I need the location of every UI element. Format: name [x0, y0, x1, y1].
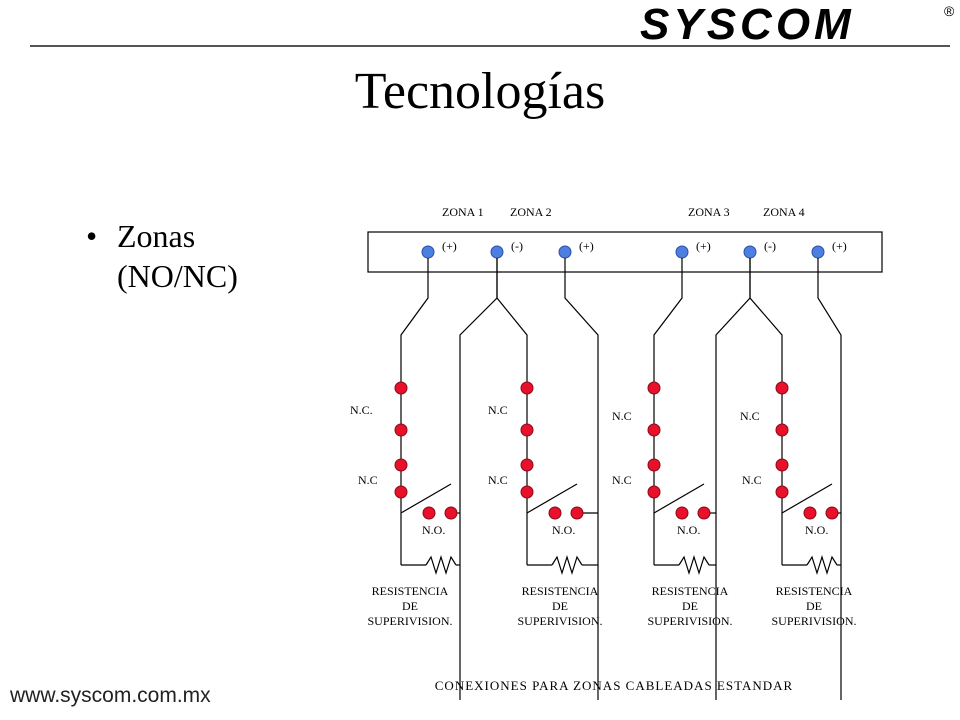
resistor-label: SUPERIVISION.: [771, 614, 856, 628]
resistor-label: SUPERIVISION.: [367, 614, 452, 628]
terminal-dot-icon: [421, 245, 435, 259]
resistor-label: DE: [402, 599, 418, 613]
contact-dot-icon: [647, 423, 661, 437]
switch-icon: [400, 483, 452, 514]
wire: [653, 258, 683, 388]
resistor-label: DE: [552, 599, 568, 613]
resistor-label: RESISTENCIA: [776, 584, 853, 598]
contact-dot-icon: [647, 458, 661, 472]
resistor-label: DE: [806, 599, 822, 613]
terminal-dot-icon: [675, 245, 689, 259]
contact-dot-icon: [647, 381, 661, 395]
terminal-dot-icon: [811, 245, 825, 259]
resistor-icon: [551, 554, 583, 576]
footer-url: www.syscom.com.mx: [10, 684, 211, 707]
contact-dot-icon: [825, 506, 839, 520]
header-rule: [30, 45, 950, 47]
bullet-text: Zonas (NO/NC): [117, 218, 238, 294]
terminal-label: (-): [511, 239, 523, 253]
contact-dot-icon: [444, 506, 458, 520]
panel-terminal-strip: [367, 231, 883, 273]
contact-dot-icon: [422, 506, 436, 520]
zone-label: ZONA 1: [442, 205, 484, 219]
circuit-group: N.C.N.CN.O.RESISTENCIADESUPERIVISION.N.C…: [350, 258, 857, 700]
contact-dot-icon: [775, 458, 789, 472]
contact-dot-icon: [775, 423, 789, 437]
terminal-dot-icon: [743, 245, 757, 259]
contact-dot-icon: [520, 381, 534, 395]
resistor-label: RESISTENCIA: [372, 584, 449, 598]
resistor-label: RESISTENCIA: [522, 584, 599, 598]
contact-dot-icon: [394, 485, 408, 499]
nc-label: N.C: [488, 473, 508, 487]
zone-labels: ZONA 1 ZONA 2 ZONA 3 ZONA 4: [442, 205, 805, 219]
nc-label: N.C: [358, 473, 378, 487]
nc-label: N.C.: [350, 403, 373, 417]
terminal-label: (+): [696, 239, 711, 253]
terminal-label: (+): [832, 239, 847, 253]
zone-label: ZONA 3: [688, 205, 730, 219]
contact-dot-icon: [775, 381, 789, 395]
zone-label: ZONA 4: [763, 205, 805, 219]
contact-dot-icon: [520, 458, 534, 472]
contact-dot-icon: [520, 423, 534, 437]
resistor-label: SUPERIVISION.: [517, 614, 602, 628]
resistor-label: RESISTENCIA: [652, 584, 729, 598]
resistor-icon: [425, 554, 457, 576]
terminal-dot-icon: [558, 245, 572, 259]
no-label: N.O.: [805, 523, 828, 537]
terminal-label: (+): [442, 239, 457, 253]
resistor-label: DE: [682, 599, 698, 613]
bullet-item: • Zonas (NO/NC): [86, 216, 287, 296]
slide-title: Tecnologías: [354, 63, 606, 120]
wire: [749, 258, 783, 388]
terminal-label: (+): [579, 239, 594, 253]
contact-dot-icon: [697, 506, 711, 520]
wire: [496, 258, 528, 388]
terminal-label: (-): [764, 239, 776, 253]
no-label: N.O.: [677, 523, 700, 537]
logo-text: SYSCOM: [640, 2, 855, 42]
terminal-dot-icon: [490, 245, 504, 259]
terminal-row: (+) (-) (+) (+) (-) (+): [421, 239, 847, 259]
nc-label: N.C: [488, 403, 508, 417]
nc-label: N.C: [612, 473, 632, 487]
bullet-dot-icon: •: [86, 218, 98, 254]
contact-dot-icon: [394, 458, 408, 472]
resistor-icon: [806, 554, 838, 576]
no-label: N.O.: [552, 523, 575, 537]
switch-icon: [526, 483, 578, 514]
contact-dot-icon: [647, 485, 661, 499]
logo-registered-mark: ®: [944, 3, 955, 19]
zone-label: ZONA 2: [510, 205, 552, 219]
zone-wiring-diagram: ZONA 1 ZONA 2 ZONA 3 ZONA 4 (+) (-) (+) (+) (-)…: [350, 205, 883, 700]
nc-label: N.C: [612, 409, 632, 423]
bullet-list: • Zonas (NO/NC): [86, 216, 287, 296]
contact-dot-icon: [394, 423, 408, 437]
contact-dot-icon: [520, 485, 534, 499]
switch-icon: [653, 483, 705, 514]
contact-dot-icon: [394, 381, 408, 395]
diagram-caption: CONEXIONES PARA ZONAS CABLEADAS ESTANDAR: [435, 678, 793, 693]
no-label: N.O.: [422, 523, 445, 537]
contact-dot-icon: [775, 485, 789, 499]
wire: [564, 258, 599, 700]
contact-dot-icon: [548, 506, 562, 520]
contact-dot-icon: [803, 506, 817, 520]
switch-icon: [781, 483, 833, 514]
contact-dot-icon: [570, 506, 584, 520]
nc-label: N.C: [742, 473, 762, 487]
resistor-icon: [678, 554, 710, 576]
wire: [400, 258, 429, 388]
wire: [817, 258, 842, 700]
resistor-label: SUPERIVISION.: [647, 614, 732, 628]
contact-dot-icon: [675, 506, 689, 520]
syscom-logo: SYSCOM ®: [640, 2, 955, 42]
nc-label: N.C: [740, 409, 760, 423]
